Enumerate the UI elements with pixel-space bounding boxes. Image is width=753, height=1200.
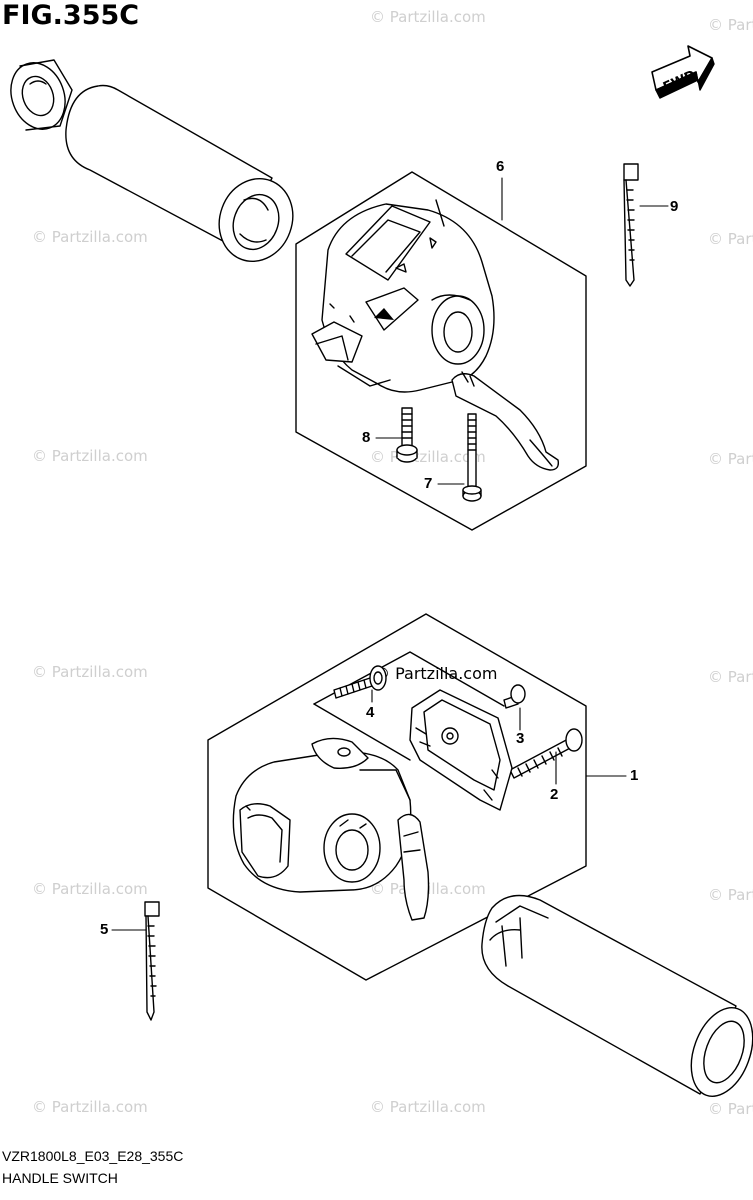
cable-tie-5 xyxy=(144,901,160,1021)
screw-8 xyxy=(396,407,418,463)
watermark: © Partzilla.com xyxy=(374,664,498,683)
watermark: © Partzilla.com xyxy=(32,447,148,465)
callout-8: 8 xyxy=(362,429,371,446)
figure-caption: HANDLE SWITCH xyxy=(2,1170,118,1186)
watermark: © Partzilla.com xyxy=(370,1098,486,1116)
screw-3 xyxy=(503,684,526,709)
watermark: © Partzilla.com xyxy=(708,16,753,34)
right-grip xyxy=(481,894,753,1097)
watermark: © Partzilla.com xyxy=(708,886,753,904)
left-handle-switch-housing xyxy=(311,199,495,393)
watermark: © Partzilla.com xyxy=(32,880,148,898)
callout-2: 2 xyxy=(550,786,559,803)
watermark: © Partzilla.com xyxy=(32,1098,148,1116)
callout-7: 7 xyxy=(424,475,433,492)
callout-1: 1 xyxy=(630,767,639,784)
assembly-boundary-box xyxy=(207,613,587,981)
callout-4: 4 xyxy=(366,704,375,721)
watermark: © Partzilla.com xyxy=(708,450,753,468)
right-switch-wire xyxy=(397,813,430,921)
switch-bracket xyxy=(409,689,513,811)
right-handle-switch-housing xyxy=(232,737,412,893)
bar-end-ring xyxy=(10,59,73,131)
watermark: © Partzilla.com xyxy=(708,668,753,686)
cable-tie-9 xyxy=(623,163,639,287)
left-grip xyxy=(65,84,294,263)
watermark: © Partzilla.com xyxy=(32,228,148,246)
forward-arrow-icon: FWD xyxy=(651,45,715,99)
callout-9: 9 xyxy=(670,198,679,215)
model-code: VZR1800L8_E03_E28_355C xyxy=(2,1148,184,1164)
watermark: © Partzilla.com xyxy=(708,1100,753,1118)
callout-5: 5 xyxy=(100,921,109,938)
assembly-boundary-box xyxy=(313,651,505,707)
watermark: © Partzilla.com xyxy=(370,8,486,26)
callout-6: 6 xyxy=(496,158,505,175)
screw-7 xyxy=(462,413,482,502)
screw-2 xyxy=(509,728,583,779)
figure-title: FIG.355C xyxy=(2,0,140,31)
watermark: © Partzilla.com xyxy=(32,663,148,681)
leader-lines xyxy=(111,177,669,931)
assembly-boundary-box xyxy=(295,171,587,531)
watermark: © Partzilla.com xyxy=(708,230,753,248)
callout-3: 3 xyxy=(516,730,525,747)
screw-4 xyxy=(333,665,387,699)
left-switch-wire xyxy=(451,371,560,471)
